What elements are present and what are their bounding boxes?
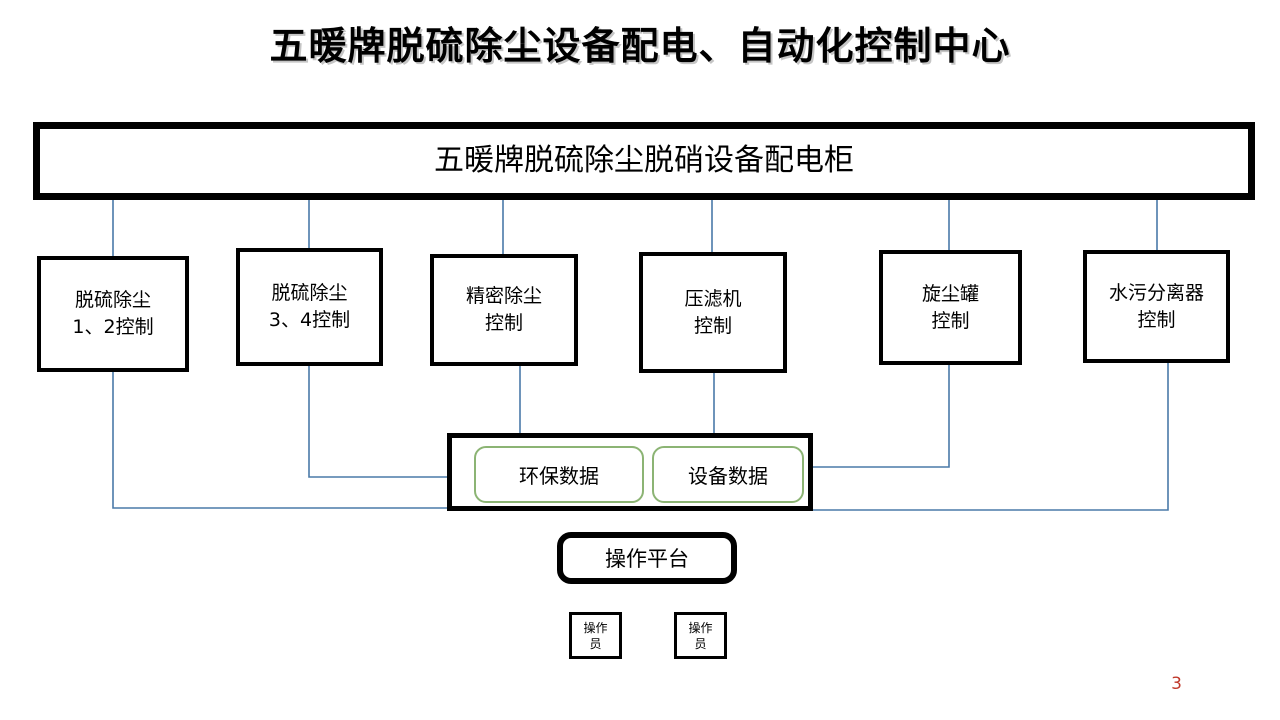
page-number: 3: [1171, 674, 1182, 694]
node-data-group: 环保数据 设备数据: [447, 433, 813, 511]
node-control-precision-dust-label: 精密除尘 控制: [465, 285, 542, 334]
node-environmental-data[interactable]: 环保数据: [474, 446, 644, 503]
node-control-cyclone-tank[interactable]: 旋尘罐 控制: [879, 250, 1022, 365]
node-control-desulf-dust-3-4-label: 脱硫除尘 3、4控制: [268, 282, 351, 331]
node-control-desulf-dust-1-2-label: 脱硫除尘 1、2控制: [72, 289, 154, 338]
node-equipment-data[interactable]: 设备数据: [652, 446, 804, 503]
node-control-water-separator[interactable]: 水污分离器 控制: [1083, 250, 1230, 363]
node-main-cabinet[interactable]: 五暖牌脱硫除尘脱硝设备配电柜: [33, 122, 1255, 200]
node-operator-1[interactable]: 操作 员: [569, 612, 622, 659]
node-operator-2[interactable]: 操作 员: [674, 612, 727, 659]
node-control-desulf-dust-3-4[interactable]: 脱硫除尘 3、4控制: [236, 248, 383, 366]
node-operation-platform[interactable]: 操作平台: [557, 532, 737, 584]
node-control-precision-dust[interactable]: 精密除尘 控制: [430, 254, 578, 366]
node-equipment-data-label: 设备数据: [688, 464, 768, 488]
node-operator-1-label: 操作 员: [583, 620, 608, 651]
node-environmental-data-label: 环保数据: [519, 464, 599, 488]
node-operator-2-label: 操作 员: [688, 620, 713, 651]
connector-desulf-3-4-to-data: [308, 366, 447, 478]
node-control-filter-press-label: 压滤机 控制: [684, 287, 742, 337]
node-control-water-separator-label: 水污分离器 控制: [1108, 281, 1204, 331]
connector-separator-to-data: [812, 363, 1169, 511]
connector-desulf-1-2-to-data: [112, 372, 447, 509]
connector-cyclone-to-data: [812, 365, 950, 468]
node-main-cabinet-label: 五暖牌脱硫除尘脱硝设备配电柜: [434, 143, 854, 178]
node-control-desulf-dust-1-2[interactable]: 脱硫除尘 1、2控制: [37, 256, 189, 372]
node-control-filter-press[interactable]: 压滤机 控制: [639, 252, 787, 373]
node-operation-platform-label: 操作平台: [605, 547, 689, 571]
node-control-cyclone-tank-label: 旋尘罐 控制: [921, 282, 979, 332]
page-title: 五暖牌脱硫除尘设备配电、自动化控制中心: [269, 24, 1011, 68]
